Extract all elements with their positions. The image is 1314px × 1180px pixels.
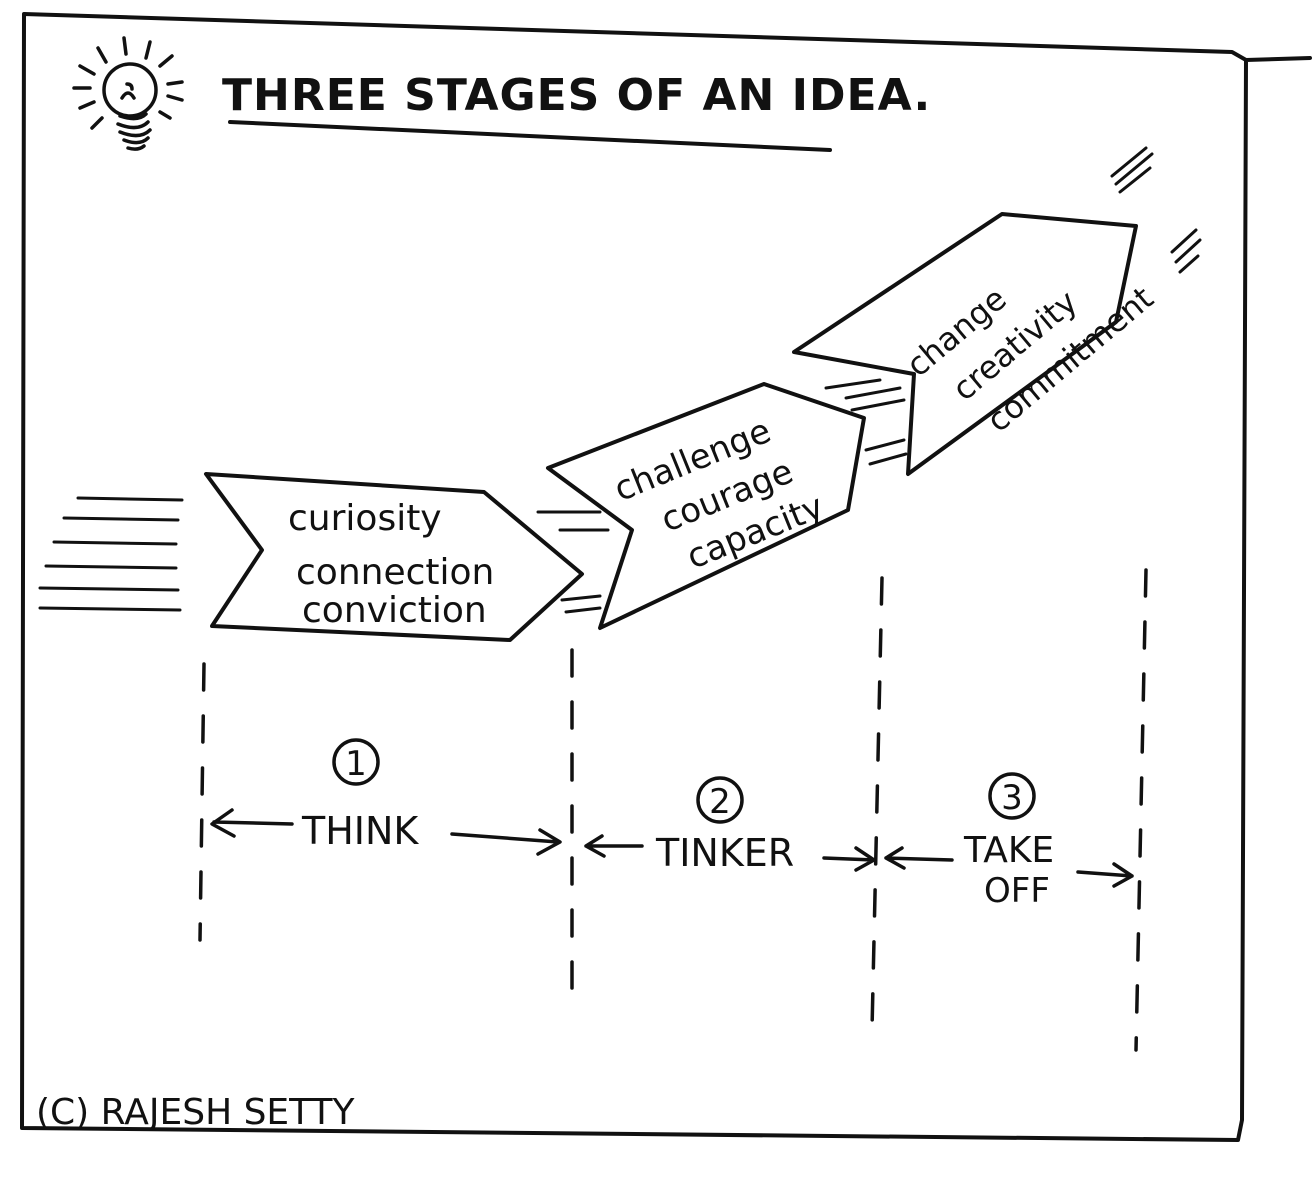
arrow-stage-1: curiosity connection conviction	[204, 472, 584, 642]
arrow-stage-3: change creativity commitment	[792, 212, 1160, 476]
stage-2-arrow-right	[822, 846, 876, 872]
stage-2-label: TINKER	[655, 831, 794, 875]
divider-3	[870, 576, 884, 1032]
stage-3-number: 3	[1001, 778, 1023, 818]
stage-3-arrow-left	[884, 846, 954, 870]
arrow-1-line-2: connection	[296, 552, 494, 593]
stage-3-label-line-2: OFF	[984, 871, 1050, 911]
stage-3-number-circle	[988, 772, 1036, 820]
stage-2-number: 2	[709, 782, 731, 822]
stage-dividers	[198, 568, 1148, 1052]
stage-1-arrow-left	[210, 808, 294, 838]
arrow-1-line-1: curiosity	[288, 498, 442, 539]
arrow-stage-2: challenge courage capacity	[546, 382, 866, 630]
stage-1-label: THINK	[301, 809, 419, 853]
title-underline	[228, 120, 832, 152]
stage-1: 1 THINK	[210, 738, 562, 856]
stage-3-label-line-1: TAKE	[963, 830, 1054, 871]
motion-lines	[38, 146, 1202, 614]
stage-1-arrow-right	[450, 828, 562, 856]
page-title: THREE STAGES OF AN IDEA.	[222, 70, 931, 121]
stage-2-number-circle	[696, 776, 744, 824]
credit-text: (C) RAJESH SETTY	[36, 1092, 356, 1133]
stage-3: 3 TAKE OFF	[884, 772, 1134, 911]
stage-3-arrow-right	[1076, 862, 1134, 888]
stage-2-arrow-left	[584, 834, 644, 858]
divider-4	[1134, 568, 1148, 1052]
frame	[20, 12, 1312, 1142]
divider-1	[198, 662, 206, 942]
arrow-1-line-3: conviction	[302, 590, 487, 631]
stage-2: 2 TINKER	[584, 776, 876, 875]
lightbulb-icon	[72, 36, 184, 151]
stage-1-number: 1	[345, 744, 367, 784]
stage-1-number-circle	[332, 738, 380, 786]
